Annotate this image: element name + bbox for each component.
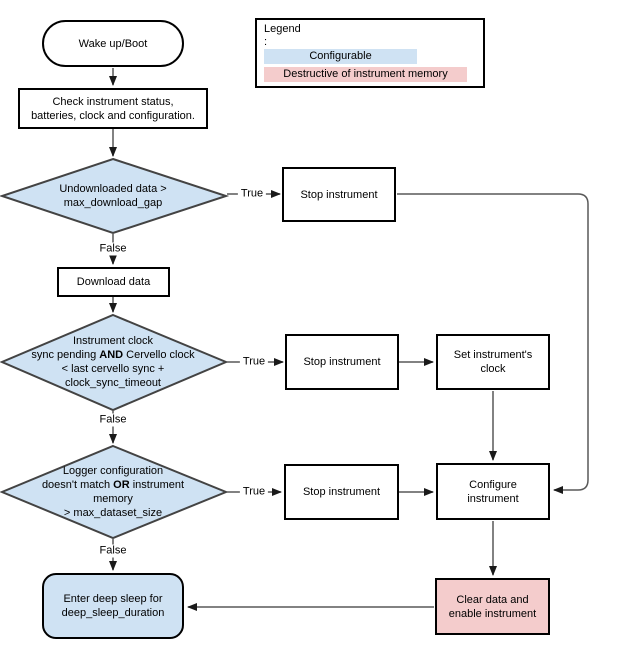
legend-title: Legend [264, 23, 301, 35]
edge-label-false-2: False [96, 413, 130, 427]
edge-label-true-1: True [237, 187, 267, 201]
process-check-instrument-label: Check instrument status,batteries, clock… [31, 95, 195, 122]
process-download-data-label: Download data [76, 276, 151, 288]
terminator-wake-up-boot: Wake up/Boot [42, 20, 184, 67]
edge-label-true-3: True [239, 485, 269, 499]
process-download-data: Download data [57, 267, 170, 297]
legend-destructive-swatch: Destructive of instrument memory [264, 67, 467, 82]
process-stop-instrument-1: Stop instrument [282, 167, 396, 222]
process-stop-instrument-2-label: Stop instrument [303, 356, 381, 368]
legend-configurable-swatch: Configurable [264, 49, 417, 64]
legend-box: Legend : Configurable Destructive of ins… [255, 18, 485, 88]
process-stop-instrument-3: Stop instrument [284, 464, 399, 520]
edge-label-false-1: False [96, 242, 130, 256]
edge-label-true-2: True [239, 355, 269, 369]
process-check-instrument: Check instrument status,batteries, clock… [18, 88, 208, 129]
connector-stop1-to-configure [397, 193, 589, 494]
decision-undownloaded-data-label: Undownloaded data >max_download_gap [59, 183, 167, 209]
process-stop-instrument-1-label: Stop instrument [300, 188, 378, 201]
edge-label-false-3: False [96, 544, 130, 558]
process-stop-instrument-3-label: Stop instrument [302, 486, 381, 498]
terminator-wake-up-boot-label: Wake up/Boot [78, 37, 148, 50]
legend-colon: : [264, 36, 268, 48]
process-stop-instrument-2: Stop instrument [285, 334, 399, 390]
